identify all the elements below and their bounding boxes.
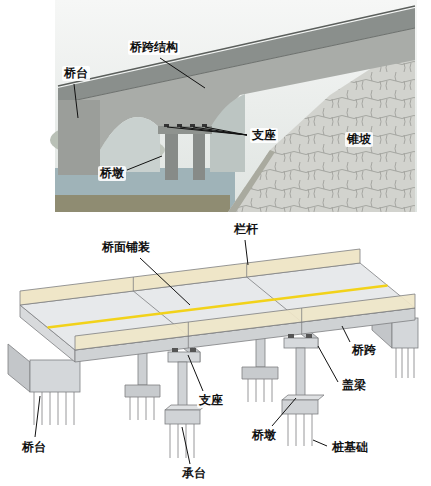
bridge-drawing-rect xyxy=(288,334,294,338)
part-label: 桥墩 xyxy=(250,428,278,443)
bridge-drawing-line xyxy=(301,322,302,334)
leader-lines-bottom xyxy=(35,240,350,464)
part-label: 桥面铺装 xyxy=(100,240,152,255)
bridge-drawing-rect xyxy=(282,400,318,414)
bridge-drawing-rect xyxy=(30,360,80,392)
photo-scene-rect xyxy=(55,0,417,212)
photo-scene-rect xyxy=(177,124,182,127)
photo-scene-line xyxy=(58,28,415,104)
photo-scene-polygon xyxy=(58,8,415,104)
bridge-drawing-path xyxy=(188,308,301,336)
bridge-drawing-polygon xyxy=(125,385,160,397)
leader-lines-bottom-line xyxy=(140,258,190,305)
photo-scene-rect xyxy=(165,134,178,180)
photo-scene-path xyxy=(100,117,160,172)
part-label: 盖梁 xyxy=(340,378,368,393)
leader-lines-top-line xyxy=(74,84,78,118)
bridge-drawing-rect xyxy=(306,334,312,338)
bridge-drawing-path xyxy=(130,397,154,420)
leader-lines-bottom-line xyxy=(272,398,296,426)
leader-lines-top-line xyxy=(167,127,247,135)
bridge-drawing-line xyxy=(188,336,189,348)
part-label: 支座 xyxy=(250,128,278,143)
leader-lines-top-line xyxy=(127,156,162,170)
bridge-drawing-path xyxy=(248,379,272,402)
leader-lines-bottom-line xyxy=(313,440,327,446)
bridge-drawing-rect xyxy=(190,348,196,352)
part-label: 锥坡 xyxy=(345,132,373,147)
bridge-drawing-polygon xyxy=(282,395,324,400)
part-label: 承台 xyxy=(180,466,208,481)
photo-scene-rect xyxy=(193,134,205,180)
leader-lines-bottom-line xyxy=(342,326,350,342)
bridge-drawing-polygon xyxy=(20,249,360,305)
bridge-drawing xyxy=(8,249,418,458)
part-label: 支座 xyxy=(197,393,225,408)
bridge-drawing-polygon xyxy=(242,367,278,379)
photo-scene-rect xyxy=(55,195,230,212)
part-label: 桥跨结构 xyxy=(128,40,180,55)
leader-lines-top xyxy=(74,58,247,170)
leader-lines-bottom-line xyxy=(35,396,40,437)
leader-lines-bottom-line xyxy=(188,355,203,391)
photo-scene-rect xyxy=(164,124,169,127)
bridge-drawing-rect xyxy=(178,362,187,410)
photo-scene-line xyxy=(58,6,415,86)
photo-scene-rect xyxy=(202,124,207,127)
photo-scene-rect xyxy=(190,124,195,127)
bridge-drawing-rect xyxy=(172,348,178,352)
bridge-drawing-rect xyxy=(168,352,200,362)
part-label: 桥跨 xyxy=(350,343,378,358)
bridge-drawing-polygon xyxy=(75,294,415,350)
part-label: 桩基础 xyxy=(330,440,370,455)
part-label: 桥墩 xyxy=(98,166,126,181)
bridge-drawing-rect xyxy=(165,410,200,424)
photo-scene-rect xyxy=(58,100,100,175)
bridge-drawing-rect xyxy=(284,338,318,348)
photo-scene xyxy=(50,0,417,212)
part-label: 栏杆 xyxy=(232,222,260,237)
bridge-drawing-path xyxy=(396,348,414,378)
bridge-drawing-path xyxy=(288,414,312,446)
bridge-drawing-polygon xyxy=(8,344,30,392)
leader-lines-top-line xyxy=(160,58,205,88)
bridge-drawing-rect xyxy=(296,348,305,400)
leader-lines-bottom-line xyxy=(318,346,338,382)
leader-lines-bottom-line xyxy=(182,427,190,464)
part-label: 桥台 xyxy=(20,440,48,455)
leader-lines-bottom-line xyxy=(245,240,248,265)
part-label: 桥台 xyxy=(62,66,90,81)
